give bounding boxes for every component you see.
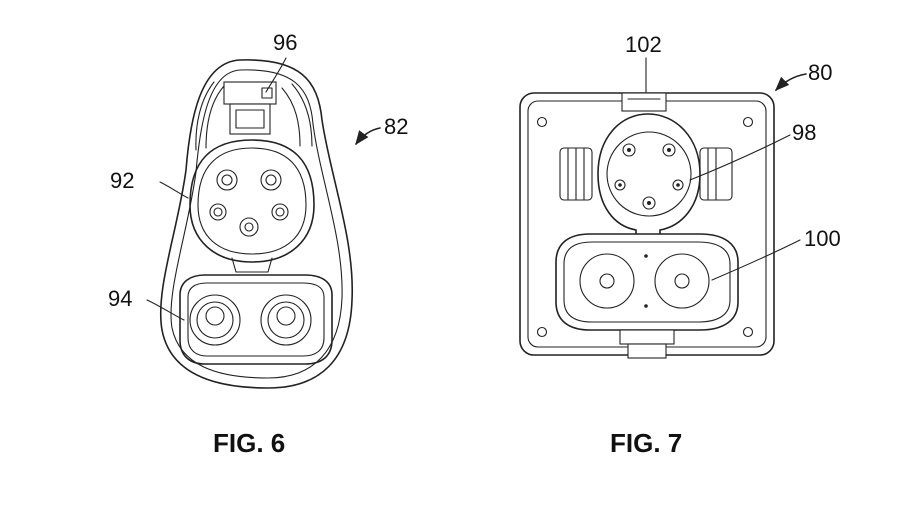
top-tab-102 <box>621 92 667 112</box>
leader-92 <box>159 181 189 199</box>
dc-inlet-94 <box>179 274 333 365</box>
figure-caption-fig7: FIG. 7 <box>610 428 682 458</box>
dc-socket-right <box>260 294 312 346</box>
leader-94 <box>146 299 185 321</box>
label-96: 96 <box>273 30 297 55</box>
ac-pin-1 <box>216 169 238 191</box>
ac-port-98 <box>597 113 701 237</box>
leader-98 <box>689 134 791 181</box>
leader-96 <box>265 57 287 93</box>
fig6-connector: 96 92 94 82 FIG. 6 <box>108 30 408 458</box>
dc-socket-left <box>189 294 241 346</box>
arrow-82 <box>355 127 381 146</box>
label-100: 100 <box>804 226 841 251</box>
figure-caption-fig6: FIG. 6 <box>213 428 285 458</box>
dc-pin-right <box>654 253 710 309</box>
label-80: 80 <box>808 60 832 85</box>
ac-pin-3 <box>209 203 227 221</box>
label-98: 98 <box>792 120 816 145</box>
fig7-receptacle: 102 80 98 100 FIG. 7 <box>519 32 841 458</box>
ac-pin-5 <box>239 217 259 237</box>
label-94: 94 <box>108 286 132 311</box>
side-housing <box>559 147 733 201</box>
mounting-holes <box>536 116 754 338</box>
ac-pin-2 <box>260 169 282 191</box>
label-92: 92 <box>110 168 134 193</box>
label-102: 102 <box>625 32 662 57</box>
latch-96 <box>223 81 277 135</box>
ac-pin-4 <box>271 203 289 221</box>
dc-pin-left <box>579 253 635 309</box>
dc-port-100 <box>555 233 739 331</box>
label-82: 82 <box>384 114 408 139</box>
bottom-tab <box>619 329 675 359</box>
leader-100 <box>711 239 801 281</box>
ac-inlet-92 <box>189 139 315 273</box>
arrow-80 <box>774 73 807 92</box>
